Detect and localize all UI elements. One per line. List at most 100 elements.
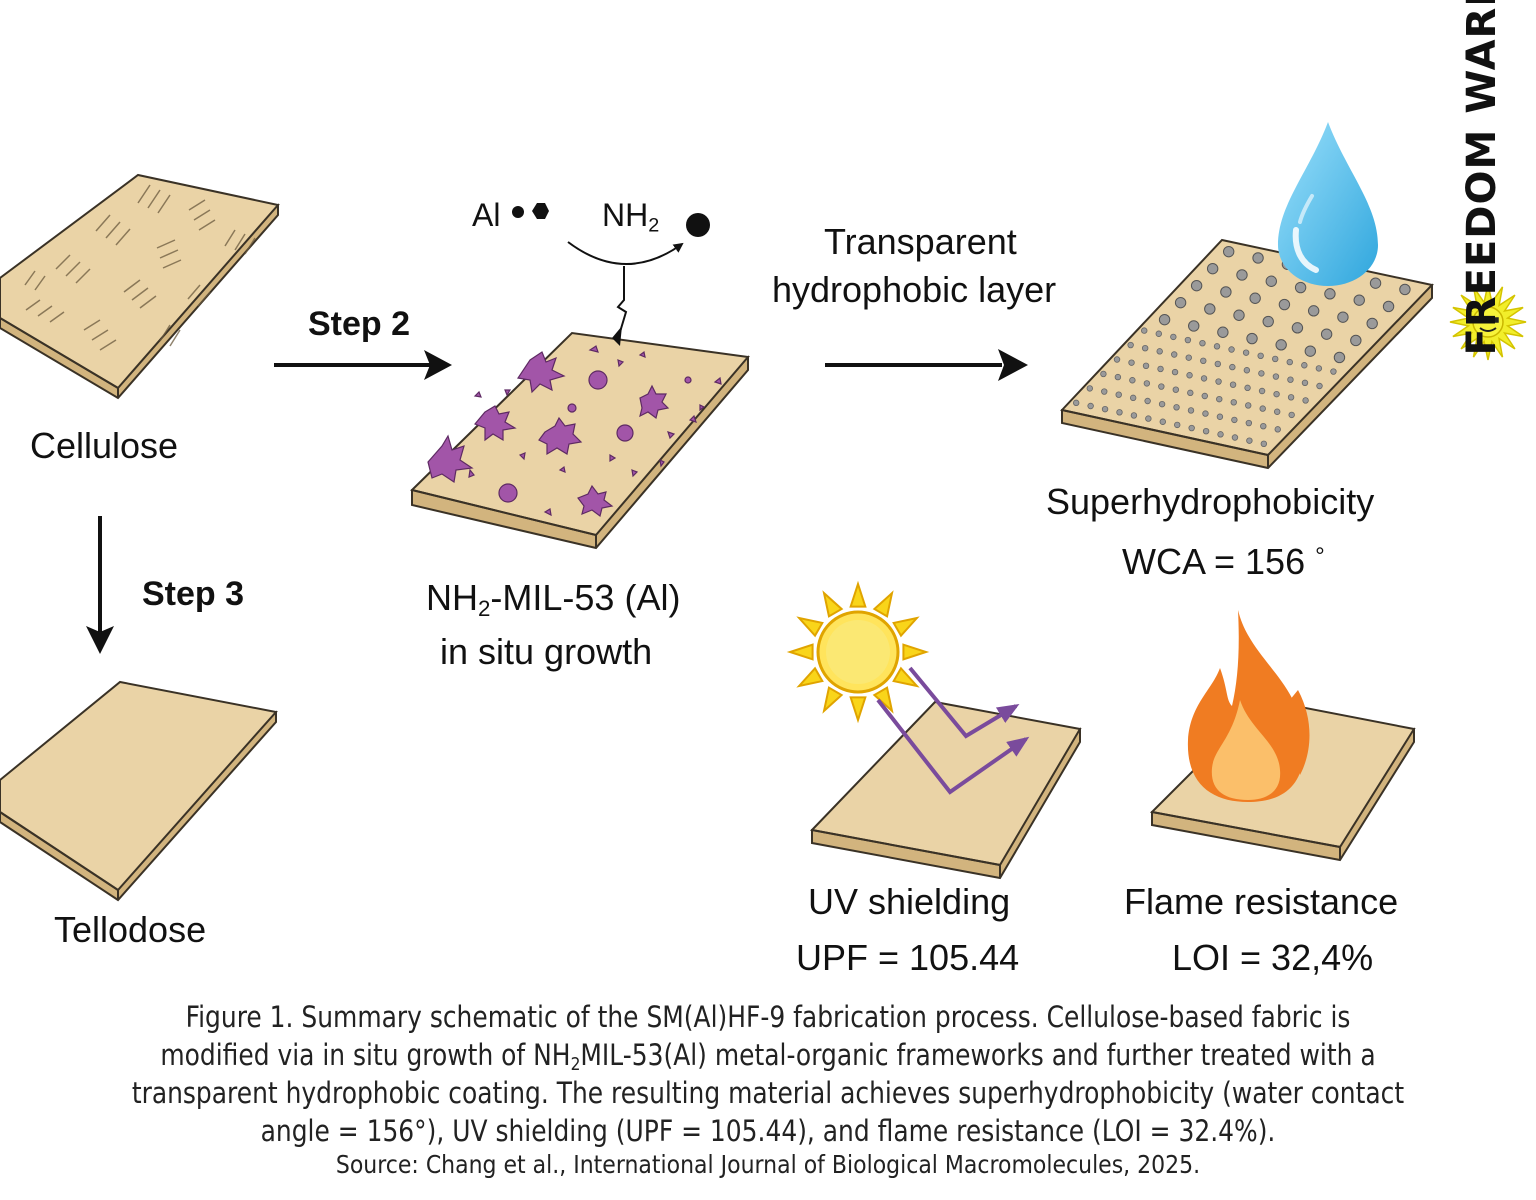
particle bbox=[1172, 386, 1180, 393]
particle bbox=[1143, 380, 1151, 387]
particle bbox=[1272, 355, 1279, 363]
particle bbox=[1259, 405, 1266, 412]
particle bbox=[1100, 370, 1107, 378]
particle bbox=[1320, 328, 1333, 340]
particle bbox=[1353, 294, 1365, 306]
particle bbox=[1222, 245, 1235, 258]
particle bbox=[1174, 421, 1181, 429]
particle bbox=[1158, 383, 1165, 390]
particle bbox=[1145, 415, 1152, 422]
particle bbox=[1072, 399, 1080, 407]
particle bbox=[1215, 378, 1222, 385]
particle bbox=[1202, 428, 1210, 435]
sun-ray bbox=[822, 590, 844, 618]
particle bbox=[1265, 275, 1277, 287]
particle bbox=[1272, 373, 1280, 380]
particle bbox=[1086, 385, 1093, 392]
particle bbox=[1302, 397, 1309, 404]
hydrophobic-particles bbox=[1072, 245, 1411, 447]
particle bbox=[1230, 399, 1237, 406]
sun-ray bbox=[902, 643, 930, 661]
sun-ray bbox=[892, 616, 920, 638]
particle bbox=[1316, 382, 1323, 390]
particle bbox=[1249, 292, 1261, 304]
particle bbox=[1129, 377, 1136, 384]
particle bbox=[1274, 426, 1281, 433]
cellulose-fabric bbox=[0, 173, 280, 400]
particle bbox=[1286, 358, 1293, 366]
particle bbox=[1252, 252, 1264, 264]
particle bbox=[1200, 357, 1207, 364]
particle bbox=[1258, 370, 1265, 377]
particle bbox=[1333, 351, 1346, 364]
wca-value: WCA = 156 ° bbox=[1122, 541, 1325, 582]
particle bbox=[1246, 437, 1253, 444]
particle bbox=[1190, 279, 1203, 292]
particle bbox=[1229, 381, 1237, 388]
particle bbox=[1144, 397, 1151, 405]
mof-crystals bbox=[427, 345, 722, 518]
particle bbox=[1382, 300, 1395, 313]
sun-ray bbox=[872, 686, 894, 714]
particle bbox=[1141, 327, 1148, 334]
particle bbox=[1213, 343, 1221, 350]
sun-ray bbox=[786, 643, 814, 661]
superhydrophobic-fabric bbox=[1060, 238, 1434, 470]
particle bbox=[1170, 333, 1177, 341]
particle bbox=[1304, 345, 1317, 357]
sun-smiley-icon bbox=[1449, 283, 1527, 361]
particle bbox=[1187, 407, 1195, 414]
particle bbox=[1228, 346, 1235, 353]
al-hexagon-icon bbox=[532, 203, 549, 219]
particle bbox=[1244, 384, 1251, 392]
particle bbox=[1115, 391, 1122, 398]
particle bbox=[1278, 298, 1291, 311]
particle bbox=[1130, 412, 1138, 419]
particle bbox=[1301, 379, 1309, 387]
particle bbox=[1217, 326, 1229, 338]
reagent-al-label: Al bbox=[472, 197, 501, 233]
particle bbox=[1301, 362, 1308, 369]
particle bbox=[1158, 313, 1171, 326]
particle bbox=[1214, 360, 1222, 368]
sun-ray bbox=[822, 686, 844, 714]
al-ion-dot bbox=[512, 206, 524, 218]
particle bbox=[1206, 262, 1219, 275]
particle bbox=[1220, 286, 1232, 298]
particle bbox=[1157, 365, 1164, 373]
particle bbox=[1245, 419, 1253, 427]
layer-arrow bbox=[825, 349, 1028, 381]
particle bbox=[1155, 330, 1162, 337]
flame-value: LOI = 32,4% bbox=[1172, 937, 1374, 978]
sun-ray bbox=[872, 590, 894, 618]
particle bbox=[1184, 336, 1192, 344]
particle bbox=[1369, 277, 1382, 289]
particle bbox=[1258, 387, 1266, 395]
particle bbox=[1287, 376, 1294, 383]
particle bbox=[1173, 404, 1180, 411]
figure-source: Source: Chang et al., International Jour… bbox=[335, 1150, 1201, 1179]
layer-label-line1: Transparent bbox=[824, 221, 1017, 262]
particle bbox=[1087, 402, 1094, 410]
uv-value: UPF = 105.44 bbox=[796, 937, 1020, 978]
particle bbox=[1216, 395, 1223, 403]
flame-title: Flame resistance bbox=[1124, 881, 1399, 922]
reaction-scheme bbox=[512, 203, 710, 346]
particle bbox=[1129, 394, 1137, 402]
particle bbox=[1242, 349, 1250, 356]
particle bbox=[1185, 354, 1192, 361]
particle bbox=[1260, 423, 1267, 430]
particle bbox=[1366, 317, 1378, 330]
particle bbox=[1287, 394, 1295, 401]
reagent-nh2-label: NH2 bbox=[602, 197, 660, 237]
particle bbox=[1128, 359, 1135, 366]
particle bbox=[1324, 288, 1336, 300]
particle bbox=[1246, 332, 1258, 345]
particle bbox=[1330, 368, 1337, 375]
particle bbox=[1188, 424, 1195, 432]
tellodose-label: Tellodose bbox=[54, 909, 207, 950]
step2-arrow bbox=[274, 350, 452, 380]
step3-label: Step 3 bbox=[142, 575, 245, 613]
particle bbox=[1171, 368, 1179, 376]
